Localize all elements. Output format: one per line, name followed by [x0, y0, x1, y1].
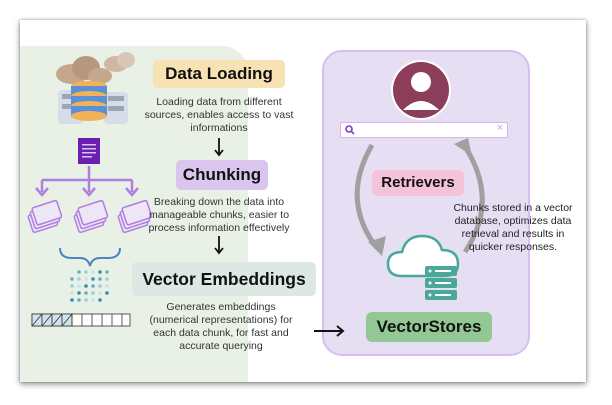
desc-line: retrieval and results in: [461, 228, 565, 240]
desc-line: manageable chunks, easier to: [148, 209, 290, 221]
embedding-dot: [77, 291, 81, 295]
vectorstores-label: VectorStores: [366, 312, 492, 342]
desc-line: sources, enables access to vast: [144, 109, 294, 121]
data-loading-desc: Loading data from different sources, ena…: [144, 96, 294, 135]
desc-line: quicker responses.: [468, 241, 558, 253]
embedding-dot: [98, 298, 102, 302]
desc-line: Loading data from different: [156, 96, 282, 108]
embedding-dots-icon: [70, 270, 109, 302]
embedding-dot: [70, 277, 74, 281]
embedding-dot: [70, 284, 74, 288]
arrow-to-vectorstores: [314, 325, 345, 337]
embedding-dot: [84, 291, 88, 295]
cloud-database-icon: [386, 234, 460, 300]
embedding-dot: [105, 291, 109, 295]
embedding-dot: [98, 277, 102, 281]
desc-line: each data chunk, for fast and: [153, 327, 289, 339]
vector-embeddings-desc: Generates embeddings (numerical represen…: [146, 301, 296, 353]
embedding-dot: [84, 298, 88, 302]
illustration-svg: [27, 52, 345, 337]
embedding-dot: [77, 277, 81, 281]
embedding-dot: [91, 270, 95, 274]
desc-line: Chunks stored in a vector: [453, 202, 573, 214]
branch-arrows: [35, 166, 139, 197]
embedding-dot: [91, 277, 95, 281]
retrievers-label: Retrievers: [372, 170, 464, 196]
embedding-dot: [91, 284, 95, 288]
embedding-dot: [77, 270, 81, 274]
step-data-loading: Data Loading: [153, 60, 285, 88]
cycle-arrowhead-down: [368, 236, 386, 256]
right-graphics-svg: [354, 60, 485, 300]
embedding-dot: [77, 284, 81, 288]
clear-icon[interactable]: ×: [496, 122, 503, 134]
embedding-dot: [91, 298, 95, 302]
embedding-dot: [98, 284, 102, 288]
vector-cells: [31, 313, 131, 327]
embedding-dot: [105, 270, 109, 274]
embedding-dot: [70, 298, 74, 302]
search-bar[interactable]: ×: [340, 122, 508, 138]
desc-line: Breaking down the data into: [153, 196, 285, 208]
embedding-dot: [84, 270, 88, 274]
brace-icon: [59, 247, 121, 267]
embedding-dot: [91, 291, 95, 295]
flow-arrow-1: [214, 138, 224, 157]
embedding-dot: [84, 277, 88, 281]
desc-line: process information effectively: [148, 222, 290, 234]
chunking-desc: Breaking down the data into manageable c…: [144, 196, 294, 235]
cycle-arrows: [354, 143, 485, 254]
desc-line: informations: [190, 122, 248, 134]
desc-line: accurate querying: [179, 340, 263, 352]
cloud-icon: [56, 52, 135, 84]
embedding-dot: [98, 270, 102, 274]
user-avatar-icon: [391, 60, 451, 120]
embedding-dot: [77, 298, 81, 302]
desc-line: (numerical representations) for: [149, 314, 293, 326]
embedding-dot: [105, 284, 109, 288]
database-servers-icon: [58, 81, 128, 124]
desc-line: Generates embeddings: [166, 301, 276, 313]
flow-arrow-2: [214, 236, 224, 255]
step-chunking: Chunking: [176, 160, 268, 190]
cycle-arrowhead-up: [454, 138, 472, 156]
desc-line: database, optimizes data: [454, 215, 572, 227]
chunk-documents-icon: [27, 199, 153, 234]
vectorstore-desc: Chunks stored in a vector database, opti…: [448, 202, 578, 254]
document-icon: [78, 138, 100, 164]
embedding-dot: [84, 284, 88, 288]
embedding-dot: [70, 291, 74, 295]
diagram-frame: Data Loading Loading data from different…: [20, 20, 586, 382]
step-vector-embeddings: Vector Embeddings: [132, 262, 316, 296]
search-icon: [345, 125, 355, 135]
embedding-dot: [105, 277, 109, 281]
embedding-dot: [98, 291, 102, 295]
